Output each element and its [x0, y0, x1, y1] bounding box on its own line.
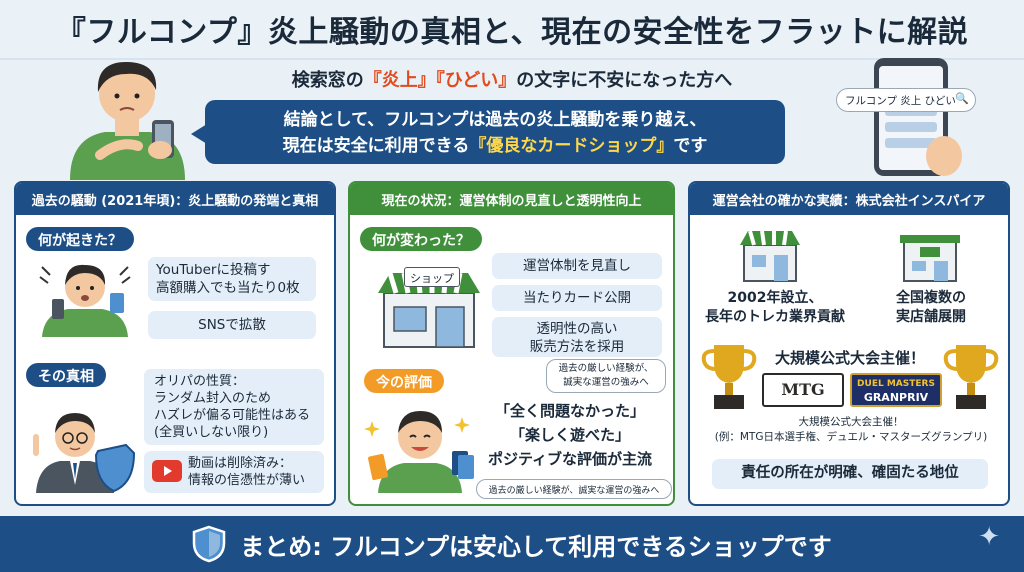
title-divider: [0, 58, 1024, 60]
fact-founded-line1: 2002年設立、: [727, 290, 823, 306]
bubble-video-deleted: 動画は削除済み： 情報の信憑性が薄い: [144, 451, 324, 493]
change-transparency-line1: 透明性の高い: [536, 321, 618, 337]
panel-past: 過去の騒動 (2021年頃)：炎上騒動の発端と真相 何が起きた？ YouTube…: [14, 181, 336, 506]
speech-tail: [191, 124, 207, 144]
nationwide-stores-icon: [900, 235, 960, 282]
tournament-detail-line2: (例：MTG日本選手権、デュエル・マスターズグランプリ): [714, 431, 988, 443]
worried-person-illustration: [70, 62, 185, 180]
store-building-icon: [740, 230, 800, 282]
panel-now: 現在の状況：運営体制の見直しと透明性向上 何が変わった？ ショップ 運営体制を見…: [348, 181, 675, 506]
note-top: 過去の厳しい経験が、 誠実な運営の強みへ: [546, 359, 666, 393]
tournament-title: 大規模公式大会主催！: [774, 349, 925, 367]
summary-footer: まとめ: フルコンプは安心して利用できるショップです: [0, 516, 1024, 572]
surprised-person-icon: [39, 264, 131, 337]
title-bar: 『フルコンプ』炎上騒動の真相と、現在の安全性をフラットに解説: [0, 0, 1024, 58]
bubble-youtuber-line2: 高額購入でも当たり0枚: [156, 280, 300, 296]
responsibility-badge: 責任の所在が明確、確固たる地位: [712, 459, 988, 489]
sparkle-icon: ✦: [978, 522, 1000, 552]
panel-company: 運営会社の確かな実績：株式会社インスパイア 2002年設立、 長年のトレカ業界貢…: [688, 181, 1010, 506]
tag-what-changed: 何が変わった？: [360, 227, 482, 251]
truth-line2: ランダム封入のため: [154, 391, 272, 406]
fact-founded-line2: 長年のトレカ業界貢献: [705, 309, 845, 325]
businessman-with-shield-icon: [33, 413, 136, 493]
conclusion-line2-pre: 現在は安全に利用できる: [282, 136, 470, 156]
page-title: 『フルコンプ』炎上騒動の真相と、現在の安全性をフラットに解説: [55, 15, 969, 50]
truth-line3: ハズレが偏る可能性はある: [154, 408, 311, 423]
tag-current-evaluation: 今の評価: [364, 369, 444, 393]
eval-positive: ポジティブな評価が主流: [487, 450, 653, 468]
tournament-detail-line1: 大規模公式大会主催！: [798, 416, 904, 428]
bubble-youtuber: YouTuberに投稿す 高額購入でも当たり0枚: [148, 257, 316, 301]
video-line1: 動画は削除済み：: [188, 456, 293, 471]
note-bottom: 過去の厳しい経験が、誠実な運営の強みへ: [476, 479, 672, 499]
search-icon: 🔍: [955, 92, 969, 105]
subtitle-highlight-fire: 『炎上』: [363, 70, 436, 91]
subtitle-prefix: 検索窓の: [291, 70, 364, 91]
bubble-sns: SNSで拡散: [148, 311, 316, 339]
note-top-line2: 誠実な運営の強みへ: [563, 377, 649, 388]
happy-person-with-cards-icon: [364, 411, 474, 493]
mtg-logo: MTG: [762, 373, 844, 407]
panel-past-header: 過去の騒動 (2021年頃)：炎上騒動の発端と真相: [16, 183, 334, 215]
shop-sign: ショップ: [404, 267, 460, 287]
panel-company-header: 運営会社の確かな実績：株式会社インスパイア: [690, 183, 1008, 215]
subtitle: 検索窓の『炎上』『ひどい』の文字に不安になった方へ: [232, 66, 792, 92]
duel-masters-logo-line1: DUEL MASTERS: [857, 379, 935, 389]
conclusion-line2-post: です: [673, 136, 708, 156]
change-transparency-line2: 販売方法を採用: [529, 339, 625, 355]
truth-line4: (全買いしない限り): [154, 425, 269, 440]
conclusion-line1: 結論として、フルコンプは過去の炎上騒動を乗り越え、: [283, 110, 707, 130]
eval-no-problem: 「全く問題なかった」: [494, 402, 645, 420]
eval-fun: 「楽しく遊べた」: [509, 426, 630, 444]
video-line2: 情報の信憑性が薄い: [188, 473, 306, 488]
evaluation-quotes: 「全く問題なかった」 「楽しく遊べた」 ポジティブな評価が主流: [470, 399, 670, 471]
change-cards-public: 当たりカード公開: [492, 285, 662, 311]
smartphone-illustration: [874, 58, 962, 176]
fact-stores-line2: 実店舗展開: [896, 309, 966, 325]
tag-truth: その真相: [26, 363, 106, 387]
change-transparency: 透明性の高い 販売方法を採用: [492, 317, 662, 357]
subtitle-highlight-terrible: 『ひどい』: [435, 70, 517, 91]
bubble-youtuber-line1: YouTuberに投稿す: [156, 262, 271, 278]
conclusion-box: 結論として、フルコンプは過去の炎上騒動を乗り越え、 現在は安全に利用できる『優良…: [191, 100, 785, 164]
shield-icon: [192, 525, 226, 563]
subtitle-suffix: の文字に不安になった方へ: [516, 70, 733, 91]
note-top-line1: 過去の厳しい経験が、: [558, 363, 654, 374]
bubble-truth: オリパの性質： ランダム封入のため ハズレが偏る可能性はある (全買いしない限り…: [144, 369, 324, 445]
tag-what-happened: 何が起きた？: [26, 227, 134, 251]
conclusion-line2-highlight: 『優良なカードショップ』: [469, 136, 674, 156]
conclusion-line2: 現在は安全に利用できる『優良なカードショップ』です: [205, 133, 785, 159]
duel-masters-logo: DUEL MASTERS GRANPRIV: [850, 373, 942, 407]
summary-text: まとめ: フルコンプは安心して利用できるショップです: [240, 532, 832, 561]
truth-line1: オリパの性質：: [154, 374, 246, 389]
duel-masters-logo-line2: GRANPRIV: [863, 391, 929, 404]
panel-now-header: 現在の状況：運営体制の見直しと透明性向上: [350, 183, 673, 215]
tournament-detail: 大規模公式大会主催！ (例：MTG日本選手権、デュエル・マスターズグランプリ): [696, 415, 1006, 445]
fact-stores: 全国複数の 実店舗展開: [856, 289, 1006, 327]
video-play-icon: [152, 460, 182, 482]
trophy-right-icon: [943, 345, 999, 409]
fact-stores-line1: 全国複数の: [896, 290, 966, 306]
search-box: フルコンプ 炎上 ひどい 🔍: [836, 88, 976, 112]
fact-founded: 2002年設立、 長年のトレカ業界貢献: [700, 289, 850, 327]
search-box-text: フルコンプ 炎上 ひどい: [845, 95, 956, 107]
trophy-left-icon: [701, 345, 757, 409]
change-operations: 運営体制を見直し: [492, 253, 662, 279]
